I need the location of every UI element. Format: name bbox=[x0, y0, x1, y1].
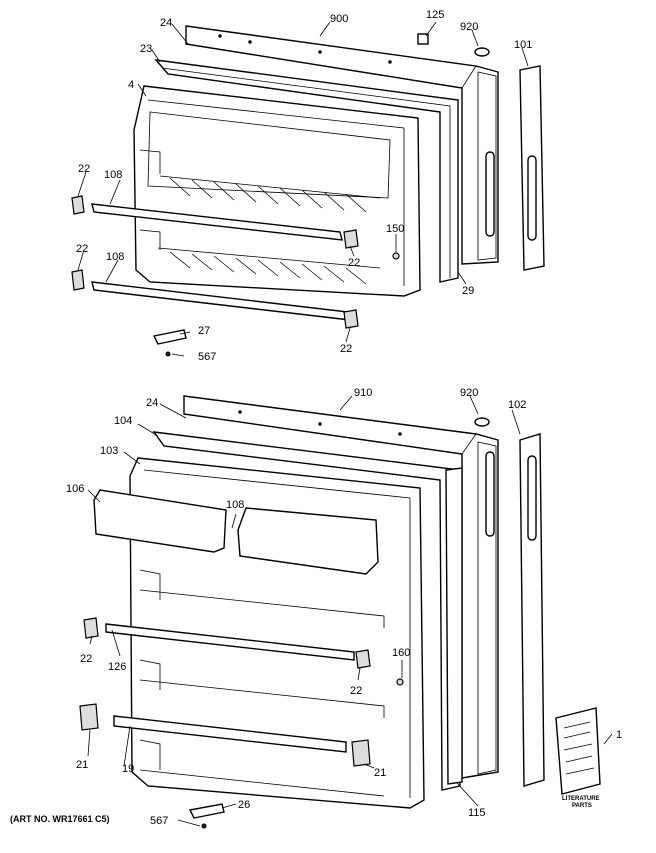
callout-22: 22 bbox=[80, 653, 92, 665]
callout-567: 567 bbox=[150, 815, 168, 827]
shelf-bracket-21-left bbox=[79, 703, 99, 731]
callout-22: 22 bbox=[78, 163, 90, 175]
shelf-bracket-22-right-bottom bbox=[343, 309, 359, 329]
plug-125 bbox=[417, 33, 429, 45]
hinge-27 bbox=[152, 329, 187, 345]
shelf-bar-19 bbox=[113, 715, 347, 753]
shelf-bar-126 bbox=[105, 623, 355, 661]
callout-26: 26 bbox=[238, 799, 250, 811]
callout-103: 103 bbox=[100, 445, 118, 457]
upper-door-assembly: 900 125 920 101 24 23 4 22 108 22 108 15… bbox=[71, 9, 545, 363]
callout-4: 4 bbox=[128, 79, 134, 91]
cap-920-bottom bbox=[474, 417, 490, 427]
cap-920-top bbox=[474, 47, 490, 57]
callout-24: 24 bbox=[160, 17, 172, 29]
callout-160: 160 bbox=[392, 647, 410, 659]
callout-22: 22 bbox=[76, 243, 88, 255]
callout-104: 104 bbox=[114, 415, 132, 427]
callout-27: 27 bbox=[198, 325, 210, 337]
callout-19: 19 bbox=[122, 763, 134, 775]
screw-567-bottom bbox=[201, 823, 207, 829]
callout-108: 108 bbox=[106, 251, 124, 263]
callout-101: 101 bbox=[514, 39, 532, 51]
callout-22: 22 bbox=[350, 685, 362, 697]
callout-920: 920 bbox=[460, 21, 478, 33]
hinge-26 bbox=[188, 803, 225, 819]
shelf-bracket-22-left-bottom bbox=[71, 269, 85, 291]
shelf-bracket-21-right bbox=[351, 739, 371, 767]
literature-caption-line2: PARTS bbox=[572, 803, 592, 809]
callout-910: 910 bbox=[354, 387, 372, 399]
outer-door-panel-900 bbox=[185, 25, 499, 265]
callout-29: 29 bbox=[462, 285, 474, 297]
screw-567-top bbox=[165, 351, 171, 357]
door-stop-160 bbox=[396, 678, 404, 686]
bin-106-left bbox=[93, 489, 227, 553]
callout-108: 108 bbox=[226, 499, 244, 511]
door-stop-150 bbox=[392, 252, 400, 260]
callout-920: 920 bbox=[460, 387, 478, 399]
callout-125: 125 bbox=[426, 9, 444, 21]
callout-24: 24 bbox=[146, 397, 158, 409]
shelf-bracket-22-right bbox=[355, 649, 371, 669]
callout-22: 22 bbox=[340, 343, 352, 355]
callout-23: 23 bbox=[140, 43, 152, 55]
callout-22: 22 bbox=[348, 257, 360, 269]
door-liner-4 bbox=[133, 85, 421, 297]
shelf-bracket-22-left bbox=[83, 617, 99, 639]
callout-102: 102 bbox=[508, 399, 526, 411]
bin-106-right bbox=[237, 507, 379, 575]
callout-126: 126 bbox=[108, 661, 126, 673]
trim-strip-102 bbox=[519, 433, 545, 787]
callout-21: 21 bbox=[76, 759, 88, 771]
lower-door-assembly: LITERATURE PARTS 910 920 102 24 104 103 … bbox=[66, 387, 622, 829]
outer-door-panel-910 bbox=[183, 395, 499, 779]
callout-150: 150 bbox=[386, 223, 404, 235]
shelf-bracket-22-right-top bbox=[343, 229, 359, 249]
callout-567: 567 bbox=[198, 351, 216, 363]
callout-108: 108 bbox=[104, 169, 122, 181]
literature-booklet-1: LITERATURE PARTS bbox=[555, 707, 601, 809]
trim-strip-101 bbox=[519, 65, 545, 271]
callout-1: 1 bbox=[616, 729, 622, 741]
callout-900: 900 bbox=[330, 13, 348, 25]
shelf-bracket-22-left-top bbox=[71, 195, 85, 215]
literature-caption-line1: LITERATURE bbox=[562, 796, 600, 802]
art-number-caption: (ART NO. WR17661 C5) bbox=[10, 814, 110, 824]
door-gasket-115 bbox=[445, 467, 463, 785]
callout-115: 115 bbox=[468, 807, 486, 819]
shelf-bar-108-top bbox=[91, 203, 343, 241]
callout-106: 106 bbox=[66, 483, 84, 495]
callout-21: 21 bbox=[374, 767, 386, 779]
door-gasket-23 bbox=[154, 59, 459, 283]
